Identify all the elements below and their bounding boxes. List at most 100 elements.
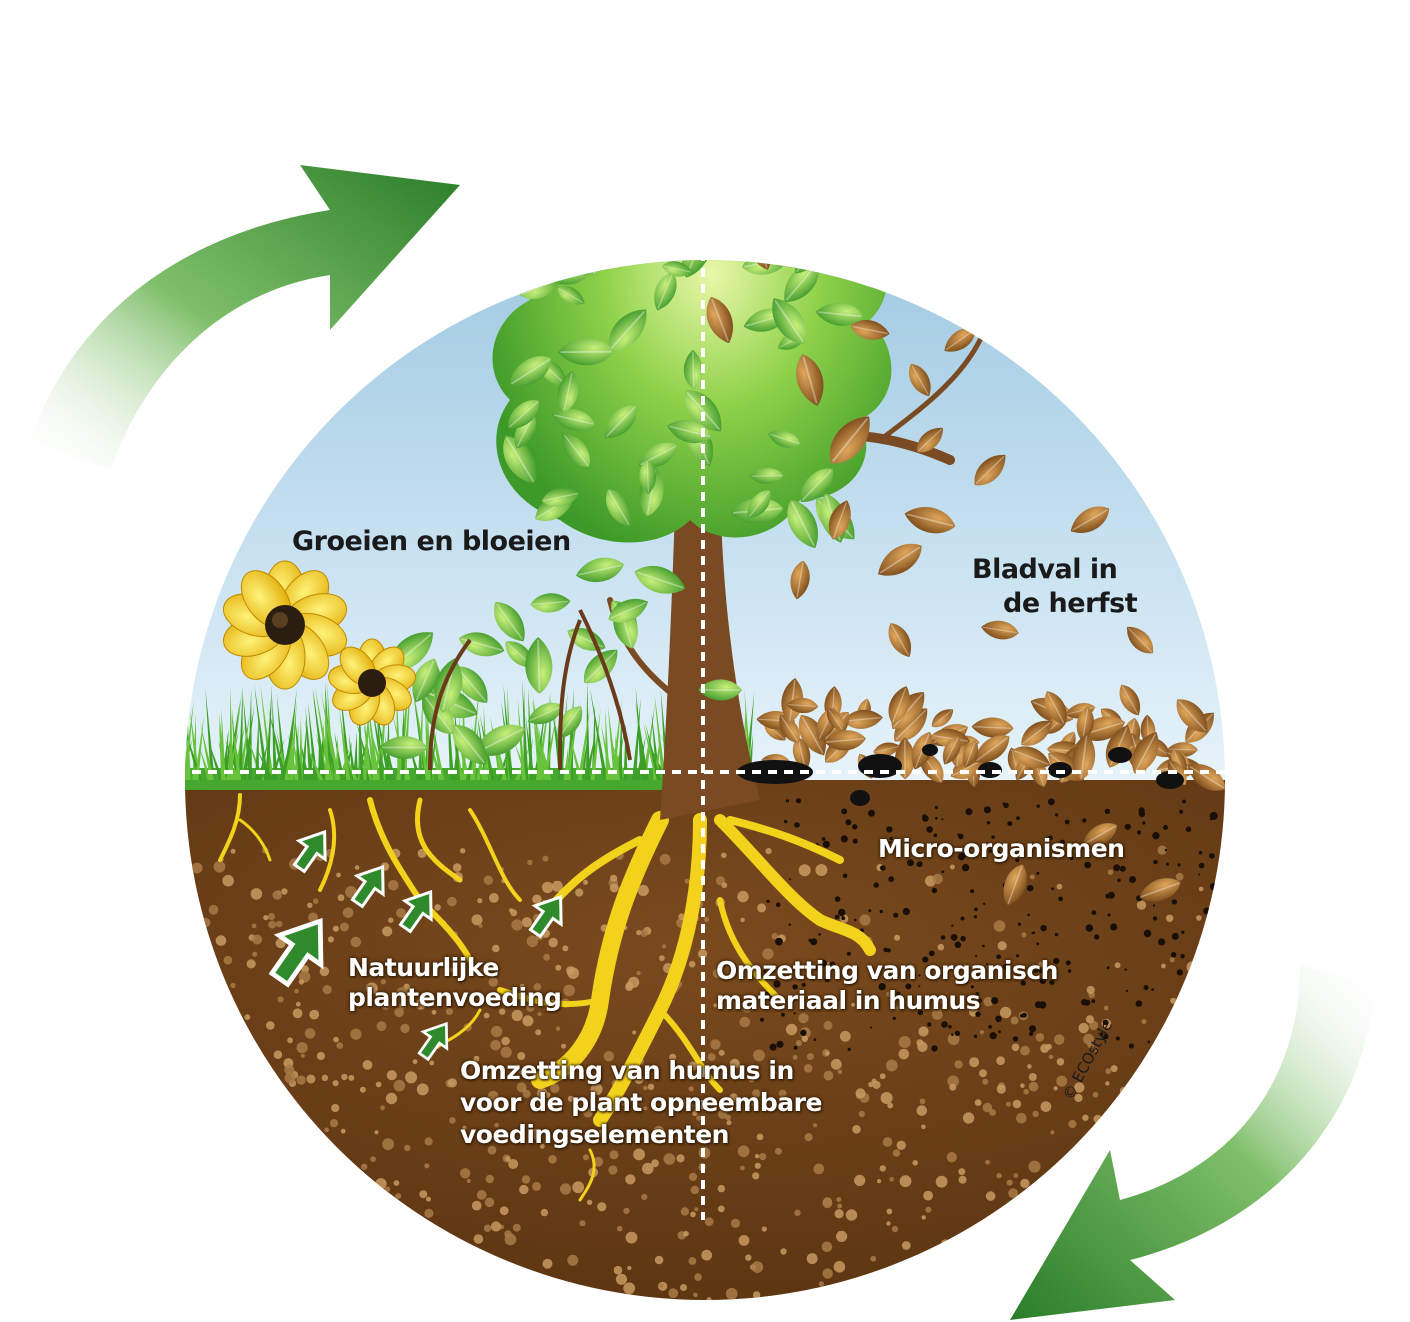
soil-granule — [198, 1315, 202, 1319]
soil-granule — [963, 1112, 974, 1123]
soil-granule — [893, 1149, 901, 1157]
soil-granule — [466, 1246, 475, 1255]
soil-granule — [235, 1209, 247, 1221]
soil-granule — [1214, 1077, 1221, 1084]
soil-granule — [182, 1262, 192, 1272]
soil-granule — [969, 1057, 979, 1067]
micro-speck — [1153, 860, 1157, 864]
soil-granule — [1171, 1266, 1180, 1275]
soil-granule — [982, 1079, 988, 1085]
soil-granule — [527, 860, 532, 865]
micro-speck — [1201, 1014, 1207, 1020]
soil-granule — [1196, 915, 1202, 921]
soil-granule — [655, 1256, 664, 1265]
soil-granule — [664, 1153, 676, 1165]
micro-speck — [991, 997, 998, 1004]
soil-granule — [617, 1226, 623, 1232]
soil-granule — [690, 1212, 696, 1218]
soil-granule — [202, 1007, 211, 1016]
soil-granule — [887, 1209, 893, 1215]
soil-granule — [491, 1026, 502, 1037]
soil-granule — [999, 1241, 1005, 1247]
soil-granule — [333, 1037, 339, 1043]
soil-granule — [187, 1005, 197, 1015]
micro-speck — [926, 826, 933, 833]
label-leaf-fall-line1: Bladval in — [972, 556, 1117, 584]
micro-speck — [951, 1033, 954, 1036]
soil-granule — [1167, 1130, 1177, 1140]
soil-granule — [192, 863, 203, 874]
soil-granule — [1046, 1044, 1052, 1050]
soil-granule — [182, 1050, 190, 1058]
soil-granule — [226, 1204, 232, 1210]
green-leaf — [650, 119, 687, 156]
soil-granule — [1135, 1100, 1147, 1112]
soil-granule — [380, 1105, 385, 1110]
micro-speck — [988, 1025, 992, 1029]
soil-granule — [333, 1080, 339, 1086]
micro-speck — [1212, 973, 1218, 979]
soil-granule — [413, 1059, 418, 1064]
soil-granule — [959, 1275, 969, 1285]
micro-speck — [883, 948, 888, 953]
soil-granule — [1030, 874, 1035, 879]
soil-granule — [983, 1103, 993, 1113]
soil-granule — [375, 1300, 381, 1306]
soil-granule — [689, 1257, 697, 1265]
soil-granule — [207, 1099, 213, 1105]
soil-granule — [886, 1221, 890, 1225]
soil-granule — [1053, 1086, 1057, 1090]
soil-granule — [542, 882, 553, 893]
soil-granule — [490, 1040, 501, 1051]
micro-speck — [1147, 1041, 1150, 1044]
soil-granule — [853, 1289, 858, 1294]
soil-granule — [549, 938, 558, 947]
micro-speck — [974, 1035, 977, 1038]
soil-granule — [626, 1232, 638, 1244]
micro-speck — [1082, 818, 1086, 822]
soil-granule — [846, 1209, 857, 1220]
soil-granule — [361, 1193, 369, 1201]
soil-granule — [659, 955, 665, 961]
green-leaf — [516, 186, 558, 220]
soil-granule — [252, 924, 257, 929]
soil-granule — [517, 1277, 525, 1285]
green-leaf — [640, 186, 660, 222]
soil-granule — [377, 1021, 387, 1031]
soil-granule — [1079, 1023, 1089, 1033]
soil-granule — [1212, 1057, 1218, 1063]
micro-speck — [983, 903, 985, 905]
soil-granule — [341, 1074, 347, 1080]
soil-granule — [897, 1141, 906, 1150]
soil-granule — [1184, 1259, 1196, 1271]
soil-granule — [363, 1060, 373, 1070]
soil-granule — [184, 1213, 195, 1224]
soil-granule — [755, 1154, 759, 1158]
soil-granule — [214, 861, 226, 873]
soil-granule — [1006, 1102, 1011, 1107]
soil-granule — [1000, 1007, 1011, 1018]
soil-granule — [305, 1276, 311, 1282]
micro-speck — [786, 799, 789, 802]
soil-granule — [947, 1152, 957, 1162]
soil-granule — [323, 985, 332, 994]
label-grow-and-bloom: Groeien en bloeien — [292, 528, 571, 556]
soil-granule — [331, 1104, 339, 1112]
green-leaf — [511, 119, 552, 164]
soil-granule — [484, 876, 493, 885]
micro-speck — [868, 810, 875, 817]
soil-granule — [180, 1072, 187, 1079]
soil-granule — [330, 1119, 338, 1127]
micro-speck — [931, 1045, 937, 1051]
soil-granule — [380, 1222, 390, 1232]
green-leaf — [721, 158, 755, 178]
soil-granule — [1075, 1176, 1081, 1182]
soil-granule — [544, 1293, 555, 1304]
soil-granule — [1158, 1302, 1165, 1309]
soil-granule — [293, 1008, 303, 1018]
micro-speck — [893, 1017, 896, 1020]
micro-speck — [1179, 810, 1183, 814]
soil-granule — [894, 935, 900, 941]
micro-speck — [1094, 934, 1099, 939]
soil-granule — [987, 1314, 994, 1321]
